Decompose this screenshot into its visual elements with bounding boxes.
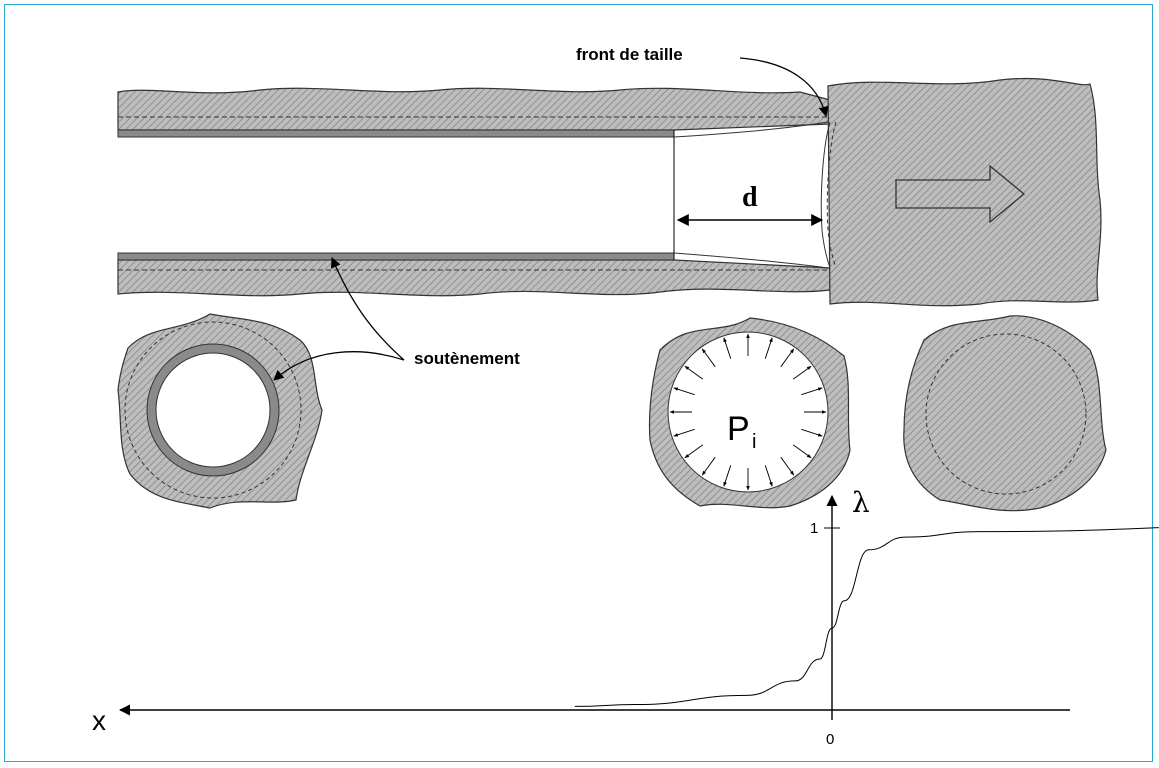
x-axis-label: x — [92, 705, 106, 736]
pressure-arrow — [723, 465, 732, 487]
converging-wall-bottom — [673, 252, 829, 269]
pressure-arrow — [780, 348, 795, 367]
pressure-arrow — [673, 428, 695, 437]
pressure-arrow — [673, 387, 695, 396]
x-tick-label: 0 — [826, 731, 834, 748]
pressure-arrow — [701, 348, 716, 367]
pressure-arrow — [793, 444, 812, 459]
section-pressure-opening — [667, 331, 829, 493]
pressure-arrow — [684, 444, 703, 459]
section-unexcavated-rock — [903, 315, 1107, 512]
converging-wall-top — [673, 121, 829, 138]
rock-top-band — [117, 87, 831, 131]
pressure-arrow — [684, 365, 703, 380]
support-pointer-lining-top — [330, 257, 405, 361]
section-unexcavated-dashed — [925, 333, 1087, 495]
section-supported-opening — [155, 352, 271, 468]
y-axis-label: λ — [852, 486, 870, 519]
pressure-arrow — [801, 387, 823, 396]
face-pointer-arrow — [739, 57, 829, 118]
lining-top — [117, 129, 675, 138]
pressure-arrow — [801, 428, 823, 437]
y-tick-label: 1 — [810, 520, 818, 537]
lining-bottom — [117, 252, 675, 261]
advance-direction-arrow — [895, 164, 1026, 224]
pressure-label: P — [727, 410, 750, 448]
support-label: soutènement — [414, 349, 520, 368]
pressure-arrow — [701, 457, 716, 476]
pressure-arrows — [669, 333, 827, 491]
pressure-subscript: i — [752, 431, 756, 453]
pressure-arrow — [723, 337, 732, 359]
distance-label: d — [742, 182, 758, 213]
support-pointer-section — [273, 351, 405, 381]
pressure-arrow — [780, 457, 795, 476]
pressure-arrow — [793, 365, 812, 380]
section-supported-dashed — [124, 321, 302, 499]
pressure-arrow — [764, 337, 773, 359]
rock-bottom-band — [117, 259, 831, 297]
face-label: front de taille — [576, 45, 683, 64]
pressure-arrow — [764, 465, 773, 487]
lambda-curve — [574, 527, 1159, 707]
